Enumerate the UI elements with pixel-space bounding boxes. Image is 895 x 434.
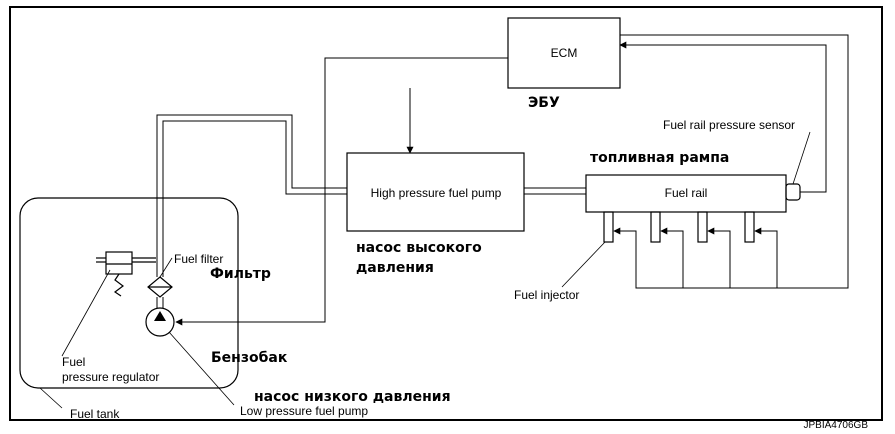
high-pressure-pump-label: High pressure fuel pump <box>371 186 502 200</box>
signal-wires <box>175 34 849 326</box>
pressure-regulator-symbol <box>96 251 156 297</box>
ecm-box <box>507 17 621 89</box>
high-pressure-pump-ru-label-line1: насос высокого <box>356 240 482 256</box>
fuel-lines <box>156 114 586 308</box>
fuel-rail-ru-label: топливная рампа <box>590 150 729 166</box>
injector <box>697 211 708 243</box>
fuel-pressure-regulator-label-line2: pressure regulator <box>62 370 159 384</box>
fuel-filter-symbol <box>147 276 173 298</box>
low-pressure-pump-symbol <box>145 307 175 337</box>
fuel-tank-label: Fuel tank <box>70 407 120 421</box>
injector <box>650 211 661 243</box>
fuel-injector-label: Fuel injector <box>514 288 579 302</box>
leader-lines <box>39 131 811 409</box>
fuel-tank-outline <box>19 197 239 389</box>
diagram-frame <box>9 6 883 421</box>
low-pressure-pump-label: Low pressure fuel pump <box>240 404 368 418</box>
filter-ru-label: Фильтр <box>210 266 271 282</box>
fuel-rail-pressure-sensor-label: Fuel rail pressure sensor <box>663 118 795 132</box>
low-pressure-pump-ru-label: насос низкого давления <box>254 389 451 405</box>
figure-code: JPBIA4706GB <box>804 420 869 431</box>
fuel-filter-label: Fuel filter <box>174 252 223 266</box>
injector <box>744 211 755 243</box>
fuel-rail-label: Fuel rail <box>665 186 708 200</box>
ecm-label: ECM <box>551 46 578 60</box>
injectors <box>603 211 755 243</box>
fuel-pressure-regulator-label-line1: Fuel <box>62 355 85 369</box>
injector <box>603 211 614 243</box>
ecm-ru-label: ЭБУ <box>528 95 560 111</box>
high-pressure-pump-ru-label-line2: давления <box>356 260 434 276</box>
high-pressure-pump-box <box>346 152 525 232</box>
tank-ru-label: Бензобак <box>211 350 288 366</box>
fuel-rail-pressure-sensor <box>785 183 801 201</box>
